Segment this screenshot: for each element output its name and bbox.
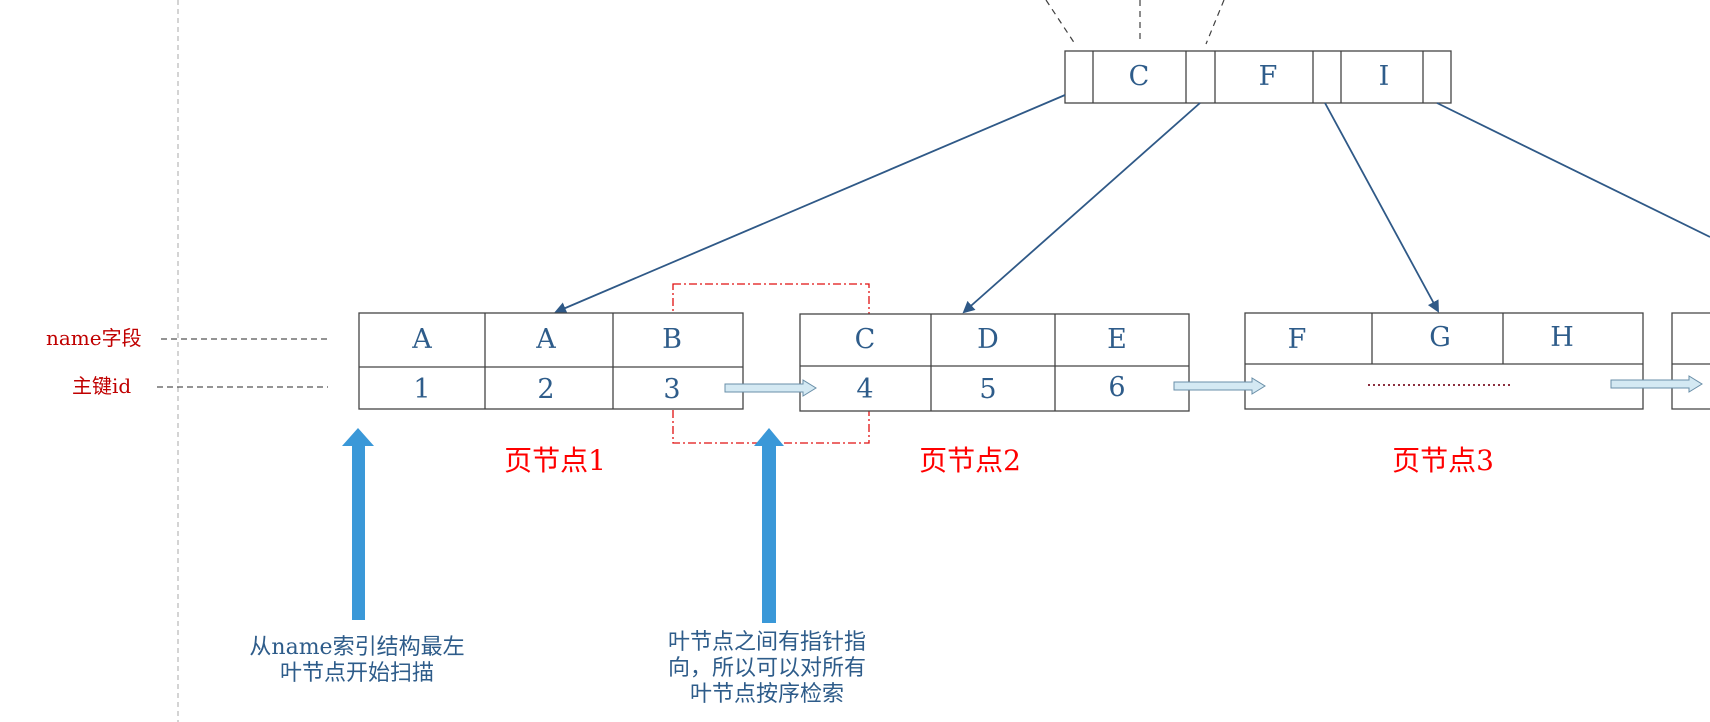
next-pointer-2: [1173, 377, 1266, 395]
leaf1-name-1: A: [411, 324, 432, 355]
scan-start-note-line-1: 从name索引结构最左: [249, 635, 464, 660]
leaf-page-2: C D E 4 5 6: [799, 313, 1190, 412]
next-pointer-1: [724, 379, 817, 397]
root-node: C F I: [1064, 50, 1452, 104]
primary-key-label: 主键id: [72, 374, 131, 398]
leaf2-id-3: 6: [1108, 372, 1125, 403]
scan-start-arrow: [342, 428, 374, 620]
leaf3-name-3: H: [1550, 322, 1574, 353]
leaf3-name-1: F: [1288, 324, 1307, 355]
leaf-page-3: F G H: [1244, 312, 1644, 410]
pointer-scan-note-line-1: 叶节点之间有指针指: [668, 630, 866, 655]
leaf1-name-3: B: [662, 324, 682, 355]
next-pointer-arrows: [724, 375, 1703, 397]
leaf2-name-2: D: [977, 324, 999, 355]
tree-edges: [554, 94, 1710, 314]
root-key-1: C: [1129, 61, 1150, 92]
leaf3-name-2: G: [1429, 322, 1451, 353]
edge-to-leaf-2: [962, 102, 1201, 314]
pointer-scan-note-line-3: 叶节点按序检索: [690, 682, 844, 707]
page-label-2: 页节点2: [919, 444, 1021, 477]
root-parent-links: [1045, 0, 1225, 45]
page-label-1: 页节点1: [504, 444, 606, 477]
edge-to-leaf-3: [1324, 102, 1439, 313]
scan-start-note-line-2: 叶节点开始扫描: [280, 661, 434, 686]
leaf2-name-3: E: [1107, 324, 1127, 355]
pointer-scan-arrow: [754, 428, 784, 623]
leaf1-id-3: 3: [663, 374, 680, 405]
page-label-3: 页节点3: [1392, 444, 1494, 477]
leaf1-id-2: 2: [537, 374, 554, 405]
pointer-scan-note-line-2: 向，所以可以对所有: [668, 656, 866, 681]
leaf2-name-1: C: [855, 324, 876, 355]
edge-to-leaf-1: [554, 94, 1066, 314]
root-key-2: F: [1259, 61, 1278, 92]
leaf2-id-2: 5: [979, 374, 996, 405]
edge-to-leaf-4: [1436, 102, 1710, 238]
leaf-page-1: A A B 1 2 3: [358, 312, 744, 410]
next-pointer-3: [1610, 375, 1703, 393]
leaf1-name-2: A: [535, 324, 556, 355]
root-key-3: I: [1379, 61, 1390, 92]
leaf2-id-1: 4: [856, 374, 873, 405]
leaf-page-4-partial: [1671, 312, 1710, 410]
leaf1-id-1: 1: [413, 374, 430, 405]
name-field-label: name字段: [46, 326, 142, 350]
